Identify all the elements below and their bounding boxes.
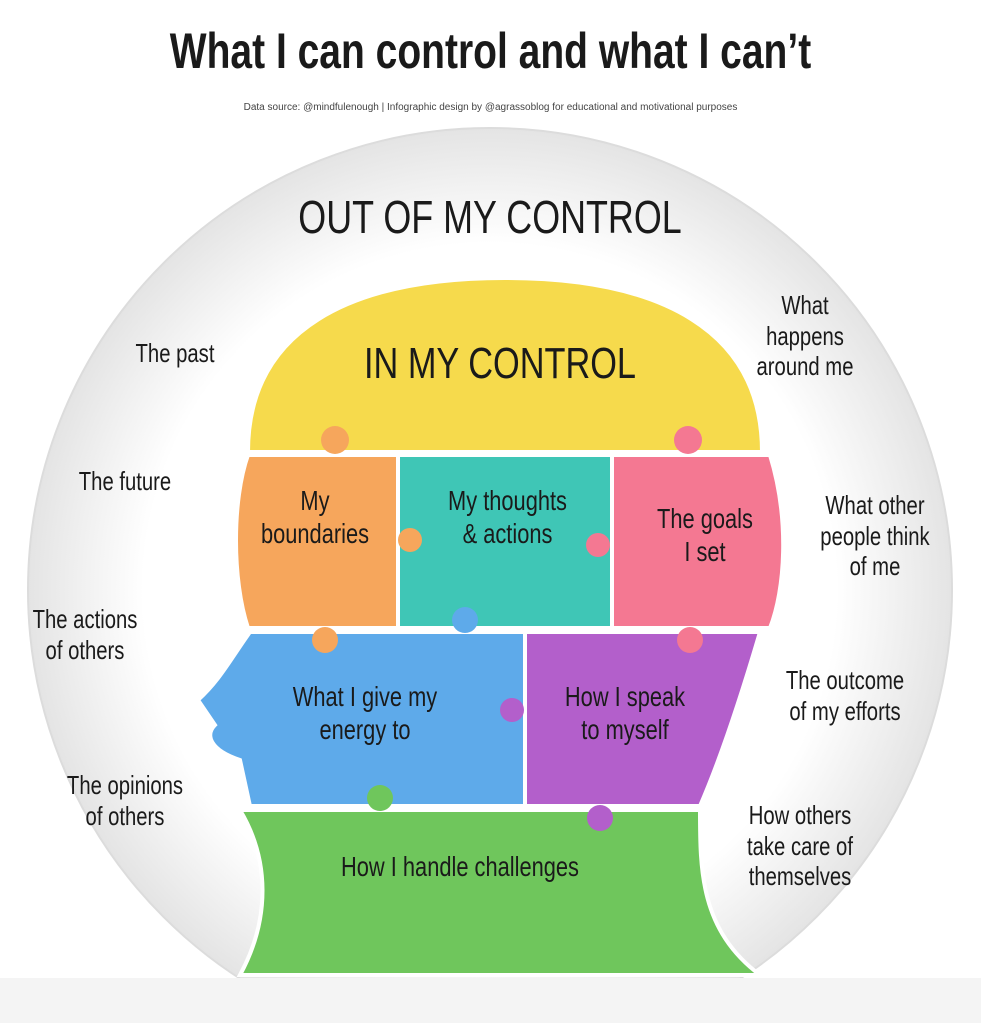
piece-boundaries (234, 453, 400, 630)
subtitle: Data source: @mindfulenough | Infographi… (243, 102, 738, 113)
piece-label-goals: The goals I set (657, 503, 753, 568)
outer-item-actions: The actions of others (32, 604, 138, 665)
piece-in-my-control (245, 275, 765, 454)
in-my-control-heading: IN MY CONTROL (363, 339, 637, 388)
outer-item-past: The past (135, 338, 215, 368)
outer-item-people-think: What other people think of me (820, 490, 930, 582)
piece-challenges (236, 808, 766, 977)
outer-item-others-care: How others take care of themselves (747, 800, 853, 892)
page-title: What I can control and what I can’t (169, 23, 812, 79)
piece-goals (610, 453, 786, 630)
piece-label-boundaries: My boundaries (260, 485, 370, 550)
piece-speak (523, 630, 763, 808)
piece-label-speak: How I speak to myself (564, 681, 686, 746)
piece-label-energy: What I give my energy to (292, 681, 438, 746)
outer-item-outcome: The outcome of my efforts (785, 665, 905, 726)
outer-item-happens: What happens around me (756, 290, 854, 382)
piece-label-challenges: How I handle challenges (341, 851, 579, 882)
out-of-control-heading: OUT OF MY CONTROL (298, 191, 682, 243)
piece-energy (195, 630, 527, 808)
outer-item-future: The future (78, 466, 172, 496)
piece-label-thoughts: My thoughts & actions (448, 485, 567, 550)
outer-item-opinions: The opinions of others (66, 770, 184, 831)
